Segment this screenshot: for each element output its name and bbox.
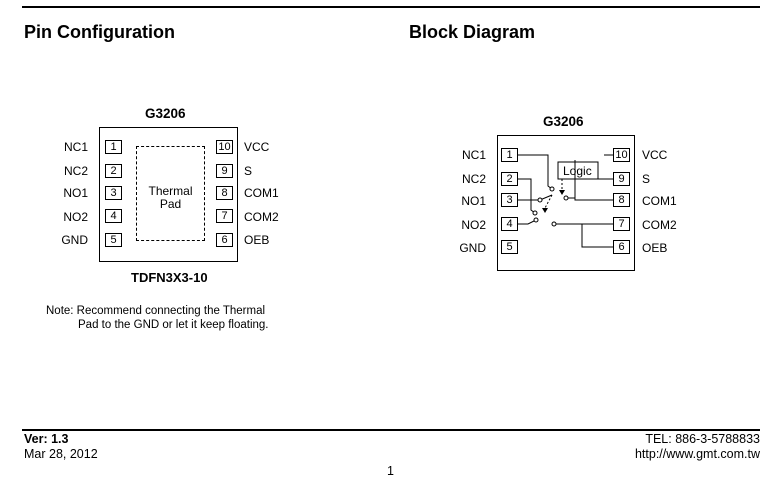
pin-number: 5 bbox=[501, 240, 518, 254]
pin-number: 9 bbox=[216, 164, 233, 178]
pin-label: OEB bbox=[642, 241, 668, 255]
pin-label: NO1 bbox=[63, 186, 88, 200]
pin-number: 7 bbox=[613, 217, 630, 231]
pin-number: 1 bbox=[105, 140, 122, 154]
pin-label: COM1 bbox=[244, 186, 279, 200]
page-number: 1 bbox=[387, 464, 394, 478]
pin-label: GND bbox=[61, 233, 88, 247]
pin-number: 1 bbox=[501, 148, 518, 162]
pin-label: NC2 bbox=[63, 164, 88, 178]
pin-number: 4 bbox=[105, 209, 122, 223]
pin-number: 9 bbox=[613, 172, 630, 186]
pin-label: VCC bbox=[244, 140, 270, 154]
pin-label: COM1 bbox=[642, 194, 677, 208]
pin-number: 6 bbox=[613, 240, 630, 254]
block-diagram-part-number: G3206 bbox=[543, 114, 584, 129]
version-label: Ver: 1.3 bbox=[24, 432, 69, 446]
footer-rule bbox=[22, 429, 760, 431]
pin-number: 8 bbox=[613, 193, 630, 207]
note-line-2: Pad to the GND or let it keep floating. bbox=[78, 319, 269, 331]
pin-label: NO1 bbox=[461, 194, 486, 208]
logic-block-label: Logic bbox=[563, 164, 592, 178]
package-name: TDFN3X3-10 bbox=[131, 270, 208, 285]
pin-number: 5 bbox=[105, 233, 122, 247]
pin-number: 4 bbox=[501, 217, 518, 231]
block-diagram-outline bbox=[497, 135, 635, 271]
pin-number: 2 bbox=[501, 172, 518, 186]
pin-label: OEB bbox=[244, 233, 270, 247]
pin-label: COM2 bbox=[642, 218, 677, 232]
thermal-pad-label-2: Pad bbox=[159, 197, 182, 211]
pin-number: 2 bbox=[105, 164, 122, 178]
pin-label: NC2 bbox=[461, 172, 486, 186]
pin-label: S bbox=[244, 164, 253, 178]
pin-number: 6 bbox=[216, 233, 233, 247]
block-diagram-heading: Block Diagram bbox=[409, 22, 536, 42]
website-link[interactable]: http://www.gmt.com.tw bbox=[634, 447, 760, 461]
thermal-pad bbox=[136, 146, 205, 241]
pin-config-part-number: G3206 bbox=[145, 106, 186, 121]
pin-label: COM2 bbox=[244, 210, 279, 224]
pin-label: NO2 bbox=[461, 218, 486, 232]
pin-number: 3 bbox=[105, 186, 122, 200]
pin-number: 3 bbox=[501, 193, 518, 207]
pin-label: NC1 bbox=[461, 148, 486, 162]
thermal-pad-label-1: Thermal bbox=[148, 184, 193, 198]
note-line-1: Note: Recommend connecting the Thermal bbox=[46, 305, 266, 317]
pin-label: S bbox=[642, 172, 651, 186]
pin-number: 10 bbox=[613, 148, 630, 162]
pin-label: NO2 bbox=[63, 210, 88, 224]
pin-number: 8 bbox=[216, 186, 233, 200]
pin-label: GND bbox=[459, 241, 486, 255]
pin-configuration-heading: Pin Configuration bbox=[24, 22, 175, 42]
pin-label: NC1 bbox=[63, 140, 88, 154]
telephone-label: TEL: 886-3-5788833 bbox=[645, 432, 760, 446]
date-label: Mar 28, 2012 bbox=[24, 447, 98, 461]
top-rule bbox=[22, 6, 760, 8]
pin-number: 7 bbox=[216, 209, 233, 223]
package-outline bbox=[99, 127, 238, 262]
pin-number: 10 bbox=[216, 140, 233, 154]
pin-label: VCC bbox=[642, 148, 668, 162]
